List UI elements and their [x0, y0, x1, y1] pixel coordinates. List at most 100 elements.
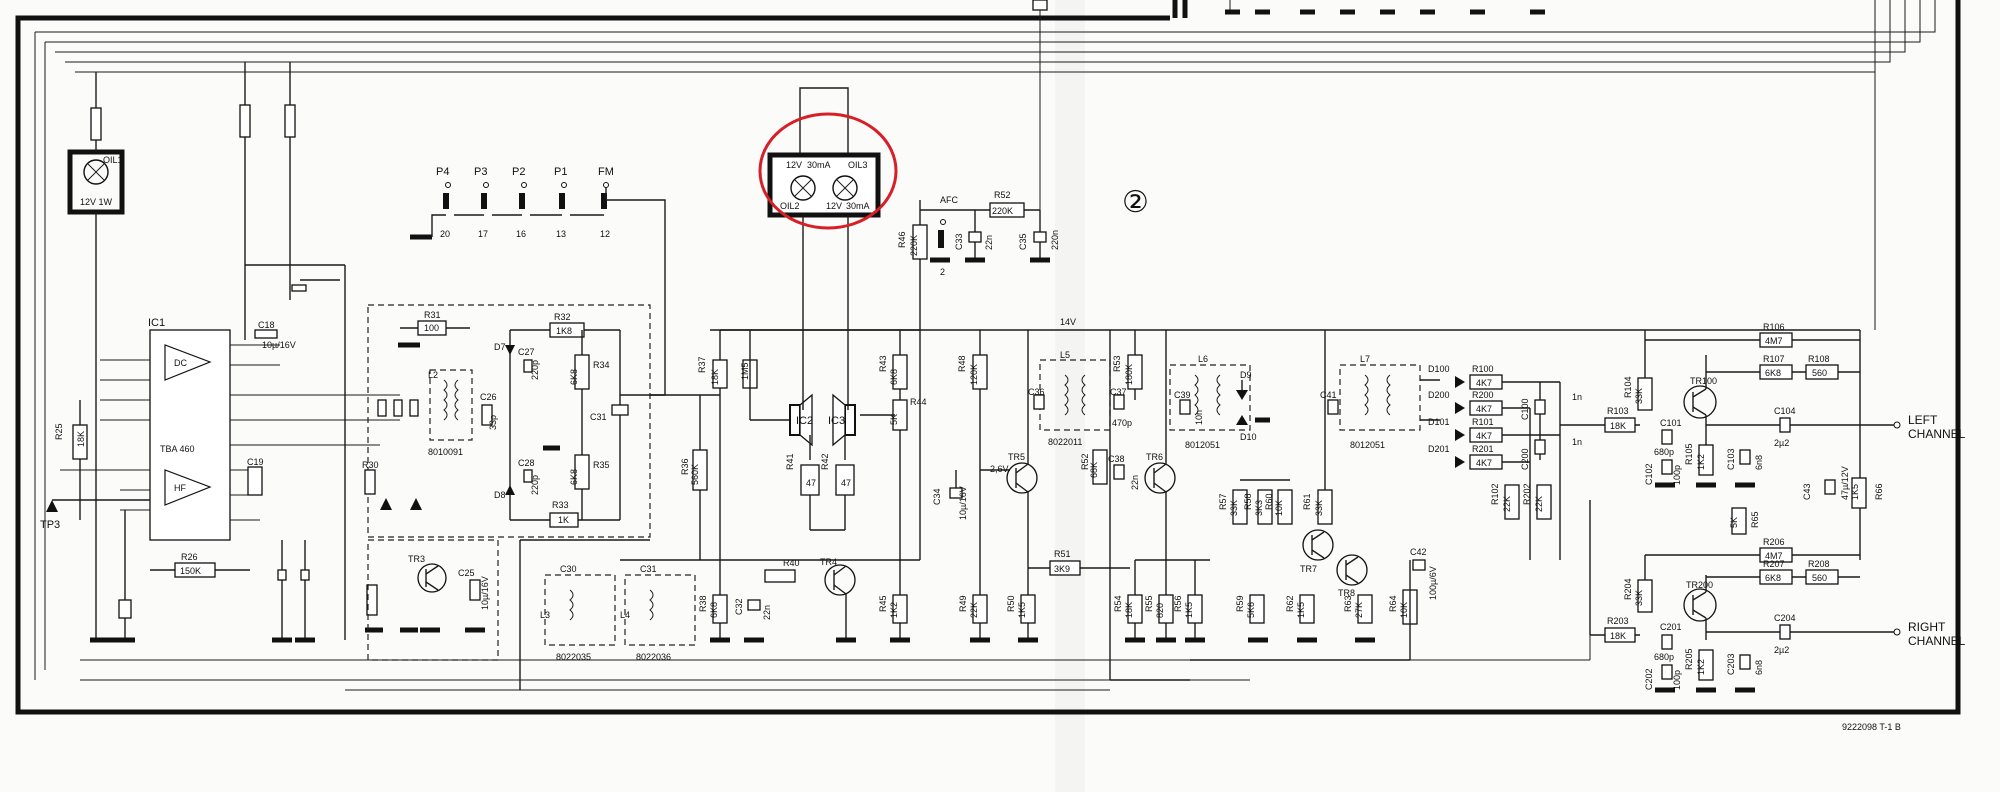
svg-text:C38: C38: [1108, 454, 1125, 464]
svg-text:10K: 10K: [1274, 500, 1284, 516]
right-channel-label-2: CHANNEL: [1908, 634, 1966, 648]
svg-text:C200: C200: [1520, 448, 1530, 470]
svg-text:820: 820: [1155, 603, 1165, 618]
svg-text:R46: R46: [897, 231, 907, 248]
svg-text:C18: C18: [258, 320, 275, 330]
svg-text:1K2: 1K2: [889, 602, 899, 618]
svg-text:C39: C39: [1174, 390, 1191, 400]
r33-ref: R33: [552, 500, 569, 510]
svg-text:1n: 1n: [1572, 392, 1582, 402]
svg-text:120K: 120K: [969, 364, 979, 385]
svg-text:2µ2: 2µ2: [1774, 438, 1789, 448]
r26-value: 150K: [180, 566, 201, 576]
drawing-number: 9222098 T-1 B: [1842, 722, 1901, 732]
svg-text:22K: 22K: [1502, 496, 1512, 512]
svg-text:R61: R61: [1302, 493, 1312, 510]
svg-text:680p: 680p: [1654, 652, 1674, 662]
svg-text:1K5: 1K5: [1296, 602, 1306, 618]
lamp-oil1-ref: OIL1: [103, 155, 123, 165]
svg-text:5K: 5K: [1729, 517, 1739, 528]
svg-text:C103: C103: [1726, 448, 1736, 470]
svg-text:D100: D100: [1428, 364, 1450, 374]
lamp-oil2-ref: OIL2: [780, 201, 800, 211]
supply-label: 14V: [1060, 317, 1076, 327]
svg-text:30mA: 30mA: [846, 201, 870, 211]
afc-section: AFC R46 220K R52 220K 2 C33 22n C35 220n: [897, 190, 1060, 560]
drawing-frame: [15, 0, 1961, 715]
svg-text:560K: 560K: [690, 464, 700, 485]
svg-text:L4: L4: [620, 610, 630, 620]
svg-text:3K9: 3K9: [1054, 564, 1070, 574]
svg-text:220K: 220K: [909, 235, 919, 256]
l7-part: 8012051: [1350, 440, 1385, 450]
svg-text:4M7: 4M7: [1765, 551, 1783, 561]
svg-text:R49: R49: [958, 595, 968, 612]
svg-text:R105: R105: [1684, 443, 1694, 465]
svg-text:C35: C35: [1018, 233, 1028, 250]
preset-button-p4: P4 20: [431, 166, 451, 239]
svg-text:R65: R65: [1750, 511, 1760, 528]
svg-text:C36: C36: [1028, 387, 1045, 397]
stage-marker: ②: [1122, 185, 1149, 220]
svg-text:R55: R55: [1144, 595, 1154, 612]
svg-text:C42: C42: [1410, 547, 1427, 557]
svg-text:R44: R44: [910, 397, 927, 407]
svg-text:R63: R63: [1343, 595, 1353, 612]
l7-section: L7 8012051 C41: [1320, 354, 1440, 450]
svg-text:33K: 33K: [1229, 500, 1239, 516]
svg-text:L3: L3: [540, 610, 550, 620]
ic2-ref: IC2: [796, 415, 813, 427]
svg-text:R56: R56: [1173, 595, 1183, 612]
svg-text:R54: R54: [1113, 595, 1123, 612]
svg-text:R101: R101: [1472, 417, 1494, 427]
svg-text:R30: R30: [362, 460, 379, 470]
svg-text:12: 12: [600, 229, 610, 239]
svg-text:10µ/16V: 10µ/16V: [958, 486, 968, 520]
l6-section: L6 8012051 D9 D10: [1169, 354, 1270, 450]
svg-text:L2: L2: [428, 370, 438, 380]
svg-text:10K: 10K: [1399, 602, 1409, 618]
decoder-matrix: D100 4K7 R100 D200 4K7 R200 D101 4K7 R10…: [1428, 364, 1582, 560]
svg-text:220n: 220n: [1050, 230, 1060, 250]
lamps-oil2-oil3: 12V 30mA OIL3 OIL2 12V 30mA: [758, 87, 898, 390]
top-connector-fragment: [1032, 0, 1545, 15]
svg-text:180K: 180K: [1124, 364, 1134, 385]
afc-pin: 2: [940, 267, 945, 277]
svg-text:R41: R41: [785, 453, 795, 470]
svg-text:2µ2: 2µ2: [1774, 645, 1789, 655]
highlight-circle: [758, 112, 898, 230]
svg-text:18K: 18K: [1610, 631, 1626, 641]
svg-text:C33: C33: [954, 233, 964, 250]
svg-text:D9: D9: [1240, 370, 1252, 380]
svg-text:4K7: 4K7: [1476, 458, 1492, 468]
l2-part: 8010091: [428, 447, 463, 457]
svg-text:D201: D201: [1428, 444, 1450, 454]
svg-text:TR4: TR4: [820, 557, 837, 567]
bottom-bus-wires: [80, 560, 1591, 691]
preset-button-p1: P1 13: [530, 166, 567, 239]
svg-text:P3: P3: [474, 166, 487, 178]
svg-text:R59: R59: [1235, 595, 1245, 612]
preset-switch-bank: P4 20 P3 17 P2 16 P1 13 FM: [410, 166, 666, 395]
svg-text:C101: C101: [1660, 418, 1682, 428]
preset-button-p2: P2 16: [492, 166, 527, 239]
svg-text:22n: 22n: [1130, 475, 1140, 490]
svg-text:TR100: TR100: [1690, 376, 1717, 386]
svg-text:TR3: TR3: [408, 554, 425, 564]
svg-text:C32: C32: [734, 598, 744, 615]
svg-text:TR8: TR8: [1338, 588, 1355, 598]
svg-text:R208: R208: [1808, 559, 1830, 569]
svg-text:R107: R107: [1763, 354, 1785, 364]
tr5-section: R48 120K C34 10µ/16V R49 22K TR5 2,6V R5…: [932, 330, 1190, 681]
supply-bus: 14V: [720, 317, 1861, 560]
svg-text:R50: R50: [1006, 595, 1016, 612]
r25-ref: R25: [54, 423, 64, 440]
svg-text:R52: R52: [1080, 453, 1090, 470]
svg-text:R62: R62: [1285, 595, 1295, 612]
svg-text:C104: C104: [1774, 406, 1796, 416]
svg-text:220K: 220K: [992, 206, 1013, 216]
svg-text:R40: R40: [783, 558, 800, 568]
